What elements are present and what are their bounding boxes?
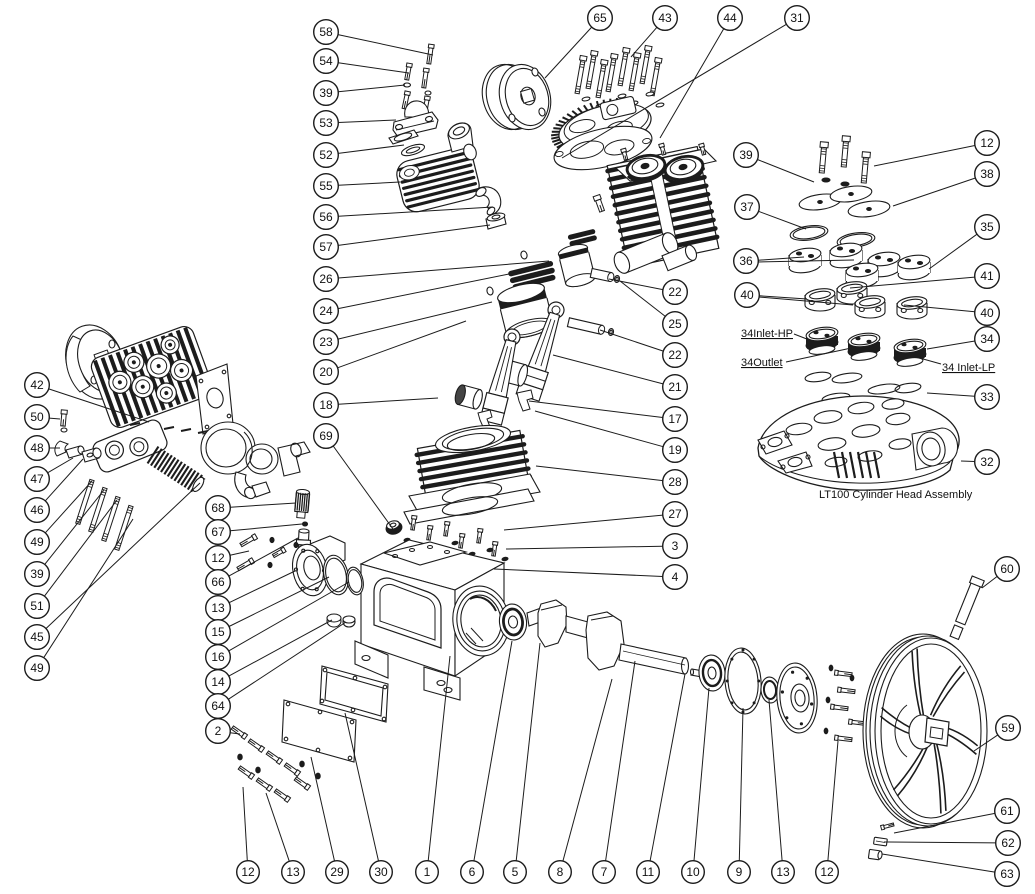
svg-text:13: 13	[211, 601, 225, 615]
svg-text:12: 12	[211, 551, 225, 565]
svg-text:10: 10	[686, 865, 700, 879]
svg-text:26: 26	[319, 272, 333, 286]
svg-text:30: 30	[374, 865, 388, 879]
svg-text:31: 31	[790, 11, 804, 25]
svg-text:39: 39	[30, 567, 44, 581]
svg-text:14: 14	[211, 675, 225, 689]
svg-text:34Outlet: 34Outlet	[741, 357, 783, 369]
svg-text:68: 68	[211, 501, 225, 515]
svg-text:64: 64	[211, 699, 225, 713]
svg-text:28: 28	[668, 475, 682, 489]
svg-text:54: 54	[319, 54, 333, 68]
svg-text:6: 6	[469, 865, 476, 879]
svg-text:36: 36	[739, 254, 753, 268]
svg-text:40: 40	[740, 288, 754, 302]
svg-text:5: 5	[512, 865, 519, 879]
svg-text:63: 63	[1000, 867, 1014, 881]
svg-text:39: 39	[739, 148, 753, 162]
svg-text:29: 29	[330, 865, 344, 879]
svg-text:32: 32	[980, 455, 994, 469]
svg-text:22: 22	[668, 348, 682, 362]
svg-text:47: 47	[30, 472, 44, 486]
svg-text:18: 18	[319, 398, 333, 412]
svg-text:67: 67	[211, 525, 225, 539]
svg-text:15: 15	[211, 625, 225, 639]
svg-text:4: 4	[672, 570, 679, 584]
svg-text:38: 38	[980, 167, 994, 181]
svg-text:42: 42	[30, 378, 44, 392]
svg-text:65: 65	[593, 11, 607, 25]
svg-text:24: 24	[319, 304, 333, 318]
svg-text:16: 16	[211, 650, 225, 664]
svg-text:22: 22	[668, 285, 682, 299]
svg-text:44: 44	[723, 11, 737, 25]
svg-text:48: 48	[30, 441, 44, 455]
svg-text:12: 12	[820, 865, 834, 879]
svg-text:3: 3	[672, 539, 679, 553]
svg-text:35: 35	[980, 220, 994, 234]
svg-text:39: 39	[319, 86, 333, 100]
svg-text:23: 23	[319, 335, 333, 349]
svg-text:55: 55	[319, 179, 333, 193]
svg-text:LT100 Cylinder Head Assembly: LT100 Cylinder Head Assembly	[819, 489, 973, 501]
svg-text:13: 13	[776, 865, 790, 879]
svg-text:56: 56	[319, 210, 333, 224]
svg-text:37: 37	[740, 200, 754, 214]
svg-text:1: 1	[424, 865, 431, 879]
svg-text:25: 25	[668, 317, 682, 331]
svg-text:21: 21	[668, 380, 682, 394]
svg-text:45: 45	[30, 630, 44, 644]
svg-text:60: 60	[1000, 562, 1014, 576]
svg-text:17: 17	[668, 412, 682, 426]
svg-text:46: 46	[30, 503, 44, 517]
svg-text:40: 40	[980, 306, 994, 320]
svg-text:12: 12	[241, 865, 255, 879]
svg-text:20: 20	[319, 365, 333, 379]
svg-text:62: 62	[1001, 836, 1015, 850]
svg-text:57: 57	[319, 240, 333, 254]
svg-text:43: 43	[658, 11, 672, 25]
svg-text:53: 53	[319, 116, 333, 130]
svg-text:27: 27	[668, 507, 682, 521]
svg-text:59: 59	[1001, 721, 1015, 735]
svg-text:61: 61	[1000, 804, 1014, 818]
svg-text:2: 2	[215, 724, 222, 738]
svg-text:13: 13	[286, 865, 300, 879]
svg-text:41: 41	[980, 269, 994, 283]
svg-text:33: 33	[980, 390, 994, 404]
svg-text:7: 7	[601, 865, 608, 879]
svg-text:34: 34	[980, 332, 994, 346]
svg-text:49: 49	[30, 535, 44, 549]
svg-text:49: 49	[30, 661, 44, 675]
svg-text:11: 11	[642, 865, 655, 879]
svg-text:50: 50	[30, 410, 44, 424]
svg-text:12: 12	[980, 136, 994, 150]
svg-text:8: 8	[557, 865, 564, 879]
svg-text:58: 58	[319, 25, 333, 39]
svg-text:52: 52	[319, 148, 333, 162]
svg-text:34Inlet-HP: 34Inlet-HP	[741, 328, 793, 340]
svg-text:9: 9	[736, 865, 743, 879]
svg-text:69: 69	[319, 429, 333, 443]
svg-text:51: 51	[30, 599, 44, 613]
svg-text:34 Inlet-LP: 34 Inlet-LP	[942, 362, 995, 374]
svg-text:19: 19	[668, 443, 682, 457]
svg-text:66: 66	[211, 575, 225, 589]
